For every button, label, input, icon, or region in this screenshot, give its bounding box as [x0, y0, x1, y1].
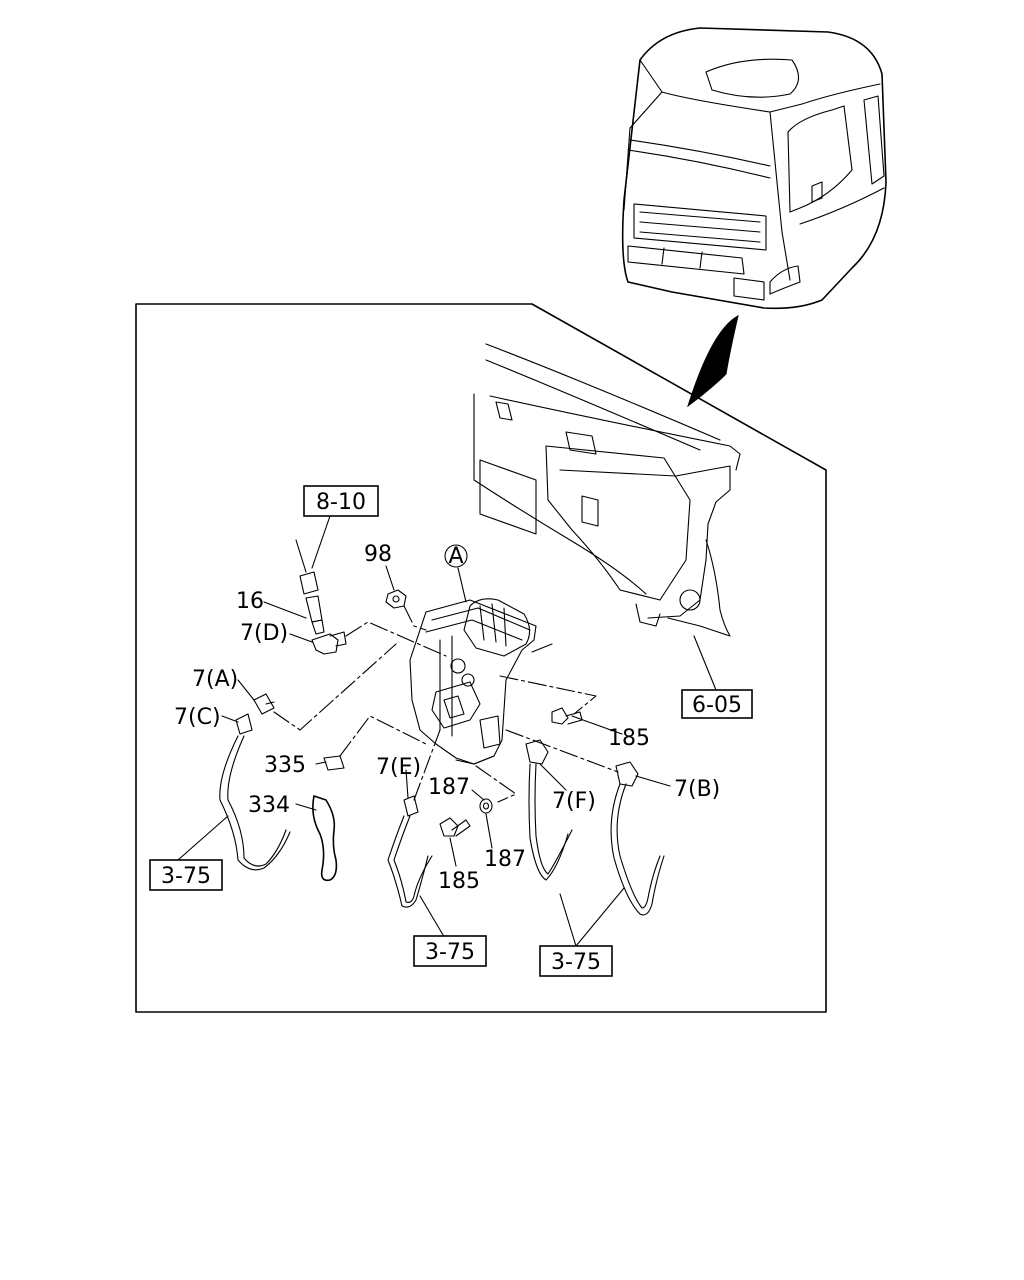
callout-334: 334: [248, 793, 290, 818]
truck-cab-illustration: [621, 27, 887, 310]
elbow-7d: [311, 631, 347, 655]
nut-98: [385, 589, 407, 609]
callout-7f: 7(F): [552, 789, 596, 814]
ref-box-3-75-right: 3-75: [539, 945, 613, 977]
callout-7e: 7(E): [376, 755, 421, 780]
callout-a: A: [448, 544, 463, 569]
leader-lines: [177, 515, 717, 947]
washer-187: [479, 798, 493, 814]
callout-7a: 7(A): [192, 667, 238, 692]
svg-text:3-75: 3-75: [551, 950, 601, 975]
elbow-7b: [615, 761, 639, 787]
dashboard-panel: [473, 343, 741, 637]
connector-7c: [235, 713, 253, 735]
svg-text:3-75: 3-75: [161, 864, 211, 889]
svg-text:6-05: 6-05: [692, 693, 742, 718]
ref-box-8-10: 8-10: [303, 485, 379, 517]
elbow-7e: [403, 795, 419, 817]
ref-box-3-75-center: 3-75: [413, 935, 487, 967]
washer-tubes: [219, 735, 665, 916]
washer-bracket-assembly: [409, 598, 553, 765]
ref-box-6-05: 6-05: [681, 689, 753, 719]
bolt-185-bottom: [439, 817, 471, 837]
clip-335: [323, 755, 345, 771]
svg-text:8-10: 8-10: [316, 490, 366, 515]
callout-16: 16: [236, 589, 264, 614]
callout-335: 335: [264, 753, 306, 778]
connector-7a: [253, 693, 275, 715]
detail-frame: [135, 303, 827, 1013]
ref-box-3-75-left: 3-75: [149, 859, 223, 891]
callout-187-top: 187: [428, 775, 470, 800]
svg-text:3-75: 3-75: [425, 940, 475, 965]
switch-16: [295, 539, 325, 635]
routing-lines: [273, 605, 619, 803]
callout-7c: 7(C): [174, 705, 221, 730]
elbow-7f: [525, 739, 549, 765]
callout-98: 98: [364, 542, 392, 567]
pointer-arrow: [687, 315, 739, 408]
hose-334: [312, 795, 338, 882]
callout-187-bottom: 187: [484, 847, 526, 872]
callout-185-right: 185: [608, 726, 650, 751]
callout-7b: 7(B): [674, 777, 720, 802]
bolt-185-right: [551, 707, 583, 725]
callout-185-bottom: 185: [438, 869, 480, 894]
callout-7d: 7(D): [240, 621, 288, 646]
